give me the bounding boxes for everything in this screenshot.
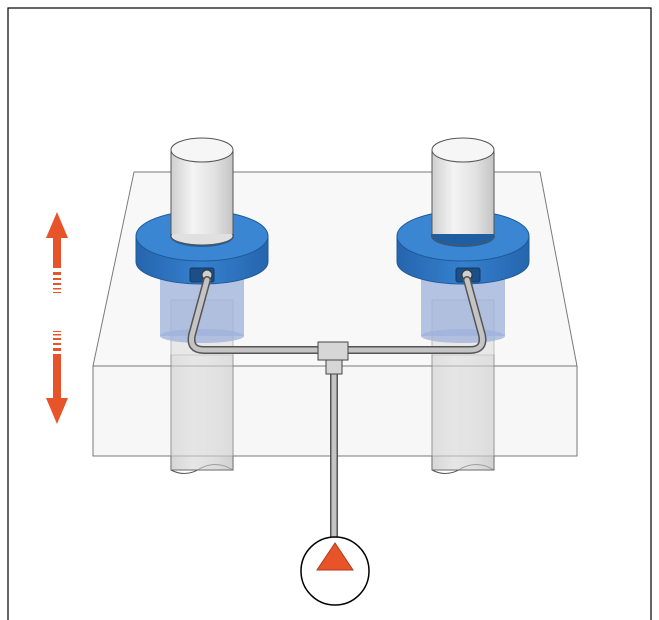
guide-column-left <box>170 137 234 246</box>
pump-triangle-icon <box>316 542 354 571</box>
lubrication-line <box>187 276 487 540</box>
guide-column-right <box>431 137 495 246</box>
tee-fitting <box>317 341 349 375</box>
frame-border <box>7 7 652 620</box>
pump <box>300 536 370 606</box>
vertical-double-arrow-icon <box>46 212 68 424</box>
